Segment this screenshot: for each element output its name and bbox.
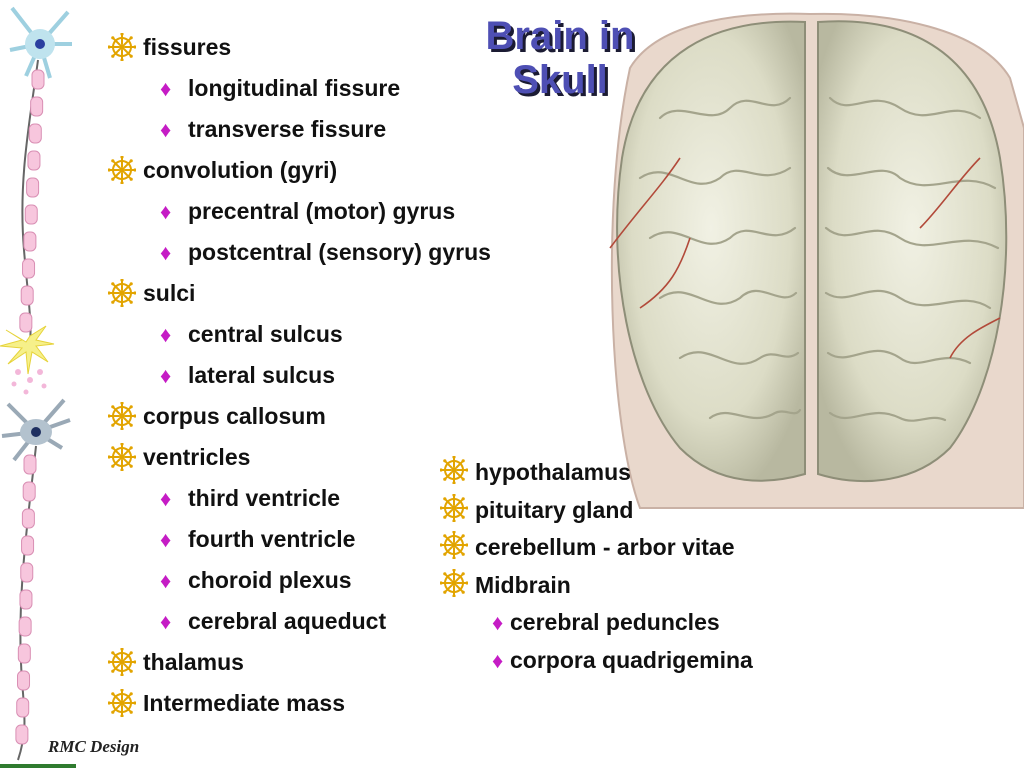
diamond-icon: ♦ (160, 363, 172, 388)
dharma-wheel-icon (108, 648, 136, 676)
diamond-icon: ♦ (160, 486, 172, 511)
myelin-bead (15, 724, 29, 745)
main-list-item-text: central sulcus (188, 321, 343, 347)
myelin-bead (17, 670, 31, 691)
title-line-2: Skull (512, 58, 608, 102)
dharma-wheel-icon (108, 443, 136, 471)
myelin-bead (19, 312, 33, 333)
dharma-wheel-icon (440, 531, 468, 559)
diamond-icon: ♦ (492, 647, 504, 673)
myelin-bead (21, 508, 35, 529)
side-list-item-text: corpora quadrigemina (510, 646, 753, 673)
myelin-beads-top (19, 69, 45, 333)
side-list-item-text: Midbrain (475, 571, 571, 598)
synapse-starburst-icon (0, 325, 55, 395)
myelin-beads-bottom (15, 454, 37, 745)
neuron-cell-bottom-icon (1, 398, 71, 462)
dharma-wheel-icon (440, 568, 468, 597)
diamond-icon: ♦ (160, 240, 172, 265)
myelin-bead (22, 481, 36, 502)
side-list-item-text: pituitary gland (475, 496, 634, 523)
myelin-bead (28, 123, 42, 144)
diamond-icon: ♦ (492, 610, 504, 635)
slide-title: Brain in Skull (460, 14, 660, 102)
main-list-item-text: longitudinal fissure (188, 75, 401, 101)
myelin-bead (26, 177, 40, 198)
main-list-item-text: thalamus (143, 649, 244, 675)
diamond-icon: ♦ (160, 76, 172, 101)
myelin-bead (23, 454, 37, 475)
title-line-1: Brain in (485, 14, 635, 58)
myelin-bead (17, 643, 31, 664)
neuron-decoration (0, 6, 72, 761)
main-list-item-text: postcentral (sensory) gyrus (188, 239, 491, 265)
diamond-icon: ♦ (160, 527, 172, 552)
neuron-cell-top-icon (9, 6, 72, 79)
main-list-item-text: cerebral aqueduct (188, 608, 387, 634)
dharma-wheel-icon (108, 689, 136, 717)
dharma-wheel-icon (108, 156, 136, 184)
diamond-icon: ♦ (160, 568, 172, 593)
main-list-item-text: ventricles (143, 444, 251, 470)
brain-photo (609, 12, 1024, 509)
dharma-wheel-icon (108, 402, 136, 430)
dharma-wheel-icon (108, 279, 136, 307)
main-list-item-text: precentral (motor) gyrus (188, 198, 456, 224)
myelin-bead (22, 258, 36, 279)
main-list-item-text: fissures (143, 34, 232, 60)
footer-credit: RMC Design (48, 737, 140, 756)
main-list-item-text: transverse fissure (188, 116, 387, 142)
myelin-bead (30, 96, 44, 117)
main-list-item-text: sulci (143, 280, 196, 306)
side-list-item-text: hypothalamus (475, 459, 631, 485)
myelin-bead (20, 285, 34, 306)
main-list-item-text: fourth ventricle (188, 526, 356, 552)
myelin-bead (23, 231, 37, 252)
main-list-item-text: Intermediate mass (143, 690, 345, 716)
side-list-item-text: cerebellum - arbor vitae (475, 534, 735, 560)
main-list-item-text: convolution (gyri) (143, 157, 338, 183)
diamond-icon: ♦ (160, 322, 172, 347)
main-list-item-text: corpus callosum (143, 403, 326, 429)
main-list-item-text: choroid plexus (188, 567, 352, 593)
dharma-wheel-icon (440, 456, 468, 484)
myelin-bead (24, 204, 38, 225)
footer-bar (0, 764, 76, 768)
diamond-icon: ♦ (160, 117, 172, 142)
myelin-bead (18, 616, 32, 637)
diamond-icon: ♦ (160, 609, 172, 634)
main-list-item-text: third ventricle (188, 485, 341, 511)
myelin-bead (20, 562, 34, 583)
main-list-item-text: lateral sulcus (188, 362, 336, 388)
myelin-bead (16, 697, 30, 718)
diamond-icon: ♦ (160, 199, 172, 224)
dharma-wheel-icon (440, 493, 468, 522)
myelin-bead (31, 69, 45, 90)
dharma-wheel-icon (108, 33, 136, 61)
side-list-item-text: cerebral peduncles (510, 609, 720, 635)
myelin-bead (27, 150, 41, 171)
myelin-bead (19, 589, 33, 610)
myelin-bead (21, 535, 35, 556)
